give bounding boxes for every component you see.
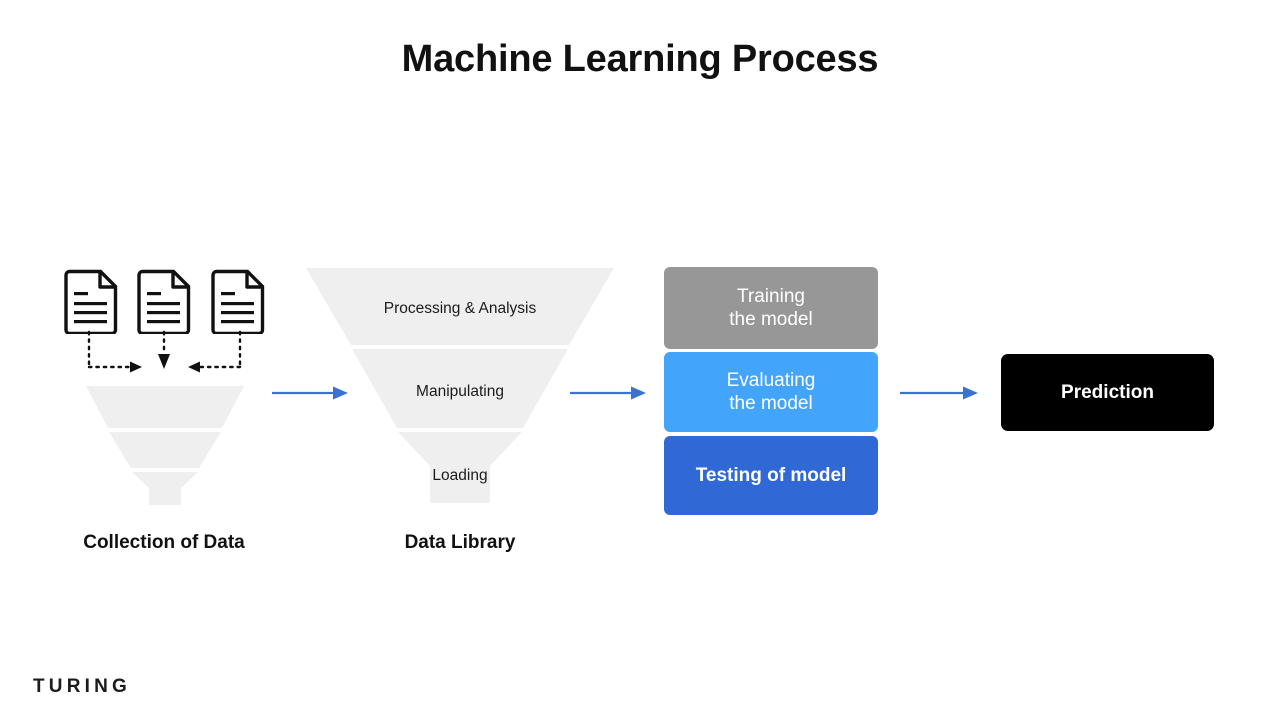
stage-box-evaluating-line1: Evaluating: [726, 369, 816, 391]
dotted-connector-right: [188, 330, 242, 373]
stage-box-evaluating-text: Evaluating the model: [727, 369, 816, 416]
data-library-segment-label-3: Loading: [432, 467, 488, 484]
collection-funnel-segment-1: [86, 386, 244, 428]
data-library-funnel-segment-2: [352, 349, 568, 428]
dotted-connector-left: [87, 330, 142, 373]
dotted-connector-middle: [158, 330, 170, 369]
collection-funnel-segment-3: [132, 472, 198, 505]
document-icon-1: [64, 268, 118, 334]
stage-box-training-text: Training the model: [729, 285, 812, 332]
data-library-funnel-segment-3: [398, 432, 522, 503]
page-title: Machine Learning Process: [401, 38, 879, 80]
data-library-funnel-segment-1: [306, 268, 614, 345]
stage-box-evaluating[interactable]: Evaluating the model: [664, 352, 878, 432]
data-library-caption: Data Library: [404, 532, 516, 553]
data-library-funnel: [305, 267, 615, 507]
arrow-library-to-stages: [570, 384, 650, 402]
stage-box-testing-line1: Testing of model: [695, 464, 847, 486]
collection-funnel: [84, 384, 246, 508]
prediction-label: Prediction: [1061, 381, 1154, 403]
stage-box-evaluating-line2: the model: [729, 393, 813, 414]
collection-caption: Collection of Data: [83, 532, 245, 553]
document-icon-2: [137, 268, 191, 334]
stage-box-training-line1: Training: [737, 285, 805, 307]
prediction-box[interactable]: Prediction: [1001, 354, 1214, 431]
arrow-stages-to-prediction: [900, 384, 982, 402]
stage-box-training-line2: the model: [729, 309, 813, 330]
dotted-connectors-group: [60, 330, 280, 385]
arrow-collection-to-library: [272, 384, 352, 402]
data-library-segment-label-1: Processing & Analysis: [383, 300, 537, 317]
turing-logo: TURING: [33, 676, 132, 697]
stage-box-testing[interactable]: Testing of model: [664, 436, 878, 515]
collection-funnel-segment-2: [109, 432, 221, 468]
data-library-segment-label-2: Manipulating: [416, 383, 504, 400]
document-icon-3: [211, 268, 265, 334]
stage-box-training[interactable]: Training the model: [664, 267, 878, 349]
